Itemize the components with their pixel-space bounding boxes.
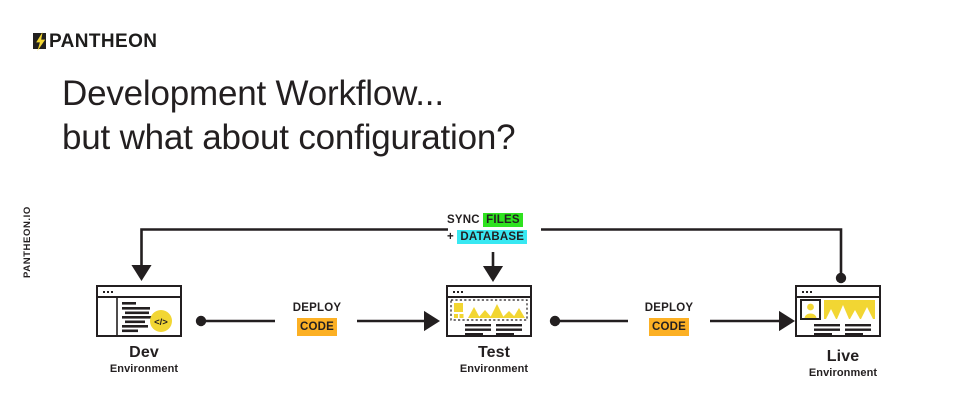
live-name: Live bbox=[826, 348, 860, 365]
page-title: Development Workflow... but what about c… bbox=[62, 72, 682, 160]
deploy-label-dev-test: DEPLOY CODE bbox=[278, 300, 356, 336]
code-window-icon: </> bbox=[98, 298, 180, 335]
deploy-origin-dot-test bbox=[549, 315, 561, 327]
vertical-brand-text: PANTHEON.IO bbox=[22, 206, 33, 278]
live-label: Live Environment bbox=[795, 348, 891, 380]
dev-window-card: </> bbox=[96, 285, 182, 337]
lightning-bolt-icon bbox=[33, 31, 48, 51]
test-window-chrome bbox=[448, 287, 530, 298]
node-dev[interactable]: </> Dev Environment bbox=[96, 285, 192, 376]
sync-prefix: SYNC bbox=[447, 214, 480, 226]
test-window-card bbox=[446, 285, 532, 337]
logo-wordmark: PANTHEON bbox=[49, 30, 158, 52]
node-live[interactable]: Live Environment bbox=[795, 285, 891, 380]
sync-label-row-database: + DATABASE bbox=[447, 229, 528, 246]
live-sub: Environment bbox=[808, 367, 878, 379]
title-line-2: but what about configuration? bbox=[62, 118, 516, 157]
svg-text:</>: </> bbox=[154, 317, 168, 328]
node-test[interactable]: Test Environment bbox=[446, 285, 542, 376]
dev-window-chrome bbox=[98, 287, 180, 298]
deploy-word-1: DEPLOY bbox=[292, 302, 342, 314]
live-window-card bbox=[795, 285, 881, 337]
sync-label: SYNC FILES + DATABASE bbox=[447, 212, 528, 246]
sync-label-row-files: SYNC FILES bbox=[447, 212, 527, 229]
test-name: Test bbox=[477, 344, 511, 361]
deploy-label-test-live: DEPLOY CODE bbox=[630, 300, 708, 336]
test-label: Test Environment bbox=[446, 344, 542, 376]
test-sub: Environment bbox=[459, 363, 529, 375]
sync-origin-dot bbox=[835, 272, 847, 284]
deploy-code-chip-1: CODE bbox=[296, 318, 338, 336]
live-window-chrome bbox=[797, 287, 879, 298]
site-window-icon bbox=[797, 298, 879, 336]
dev-name: Dev bbox=[129, 344, 159, 361]
sync-files-chip: FILES bbox=[483, 213, 523, 227]
pantheon-logo: PANTHEON bbox=[33, 29, 157, 53]
dev-sub: Environment bbox=[109, 363, 179, 375]
sync-plus: + bbox=[447, 231, 454, 243]
deploy-origin-dot-dev bbox=[195, 315, 207, 327]
sync-database-chip: DATABASE bbox=[457, 230, 528, 244]
title-line-1: Development Workflow... bbox=[62, 74, 444, 113]
deploy-word-2: DEPLOY bbox=[644, 302, 694, 314]
deploy-code-chip-2: CODE bbox=[648, 318, 690, 336]
dashboard-window-icon bbox=[448, 298, 530, 336]
dev-label: Dev Environment bbox=[96, 344, 192, 376]
